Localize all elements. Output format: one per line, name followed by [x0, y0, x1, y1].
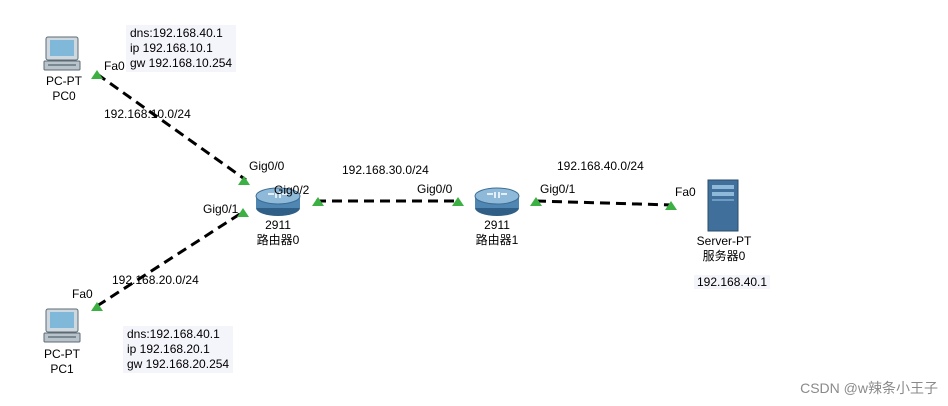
router0-port-gig0-1: Gig0/1 — [203, 202, 239, 216]
port-status-indicators — [91, 70, 677, 311]
router1-name-label: 路由器1 — [475, 233, 519, 247]
router0-name-label: 路由器0 — [256, 233, 300, 247]
server0-ip-label: 192.168.40.1 — [694, 275, 771, 289]
router0-port-gig0-2: Gig0/2 — [274, 183, 310, 197]
port-up-icon — [312, 197, 324, 206]
server0-name-label: 服务器0 — [702, 249, 746, 263]
server0-model-label: Server-PT — [696, 234, 752, 248]
pc0-icon[interactable] — [43, 36, 81, 71]
port-up-icon — [237, 208, 249, 217]
server0-icon[interactable] — [707, 179, 739, 232]
router1-port-gig0-0: Gig0/0 — [417, 182, 453, 196]
link-pc1-router0[interactable] — [96, 210, 244, 308]
port-up-icon — [530, 197, 542, 206]
link-router1-server0[interactable] — [535, 199, 673, 207]
port-up-icon — [91, 302, 103, 311]
pc0-name-label: PC0 — [52, 89, 76, 103]
port-up-icon — [238, 176, 250, 185]
link-pc0-router0[interactable] — [96, 72, 247, 182]
pc1-port-label: Fa0 — [72, 287, 93, 301]
pc0-port-label: Fa0 — [104, 59, 125, 73]
network-label-router1-server0: 192.168.40.0/24 — [557, 159, 644, 173]
network-label-router0-router1: 192.168.30.0/24 — [342, 163, 429, 177]
router1-model-label: 2911 — [484, 218, 510, 232]
port-up-icon — [91, 70, 103, 79]
network-label-pc0-router0: 192.168.10.0/24 — [104, 107, 191, 121]
pc0-model-label: PC-PT — [46, 74, 82, 88]
router0-icon[interactable] — [255, 187, 301, 216]
server0-port-label: Fa0 — [675, 185, 696, 199]
pc1-name-label: PC1 — [50, 362, 74, 376]
pc1-config-note: dns:192.168.40.1 ip 192.168.20.1 gw 192.… — [123, 326, 234, 373]
pc1-icon[interactable] — [43, 308, 81, 343]
network-label-pc1-router0: 192.168.20.0/24 — [112, 273, 199, 287]
pc1-model-label: PC-PT — [44, 347, 80, 361]
router0-model-label: 2911 — [265, 218, 291, 232]
router1-port-gig0-1: Gig0/1 — [540, 182, 576, 196]
port-up-icon — [452, 197, 464, 206]
router1-icon[interactable] — [474, 187, 520, 216]
pc0-config-note: dns:192.168.40.1 ip 192.168.10.1 gw 192.… — [126, 25, 237, 72]
port-up-icon — [665, 201, 677, 210]
router0-port-gig0-0: Gig0/0 — [249, 159, 285, 173]
watermark: CSDN @w辣条小王子 — [800, 380, 938, 396]
